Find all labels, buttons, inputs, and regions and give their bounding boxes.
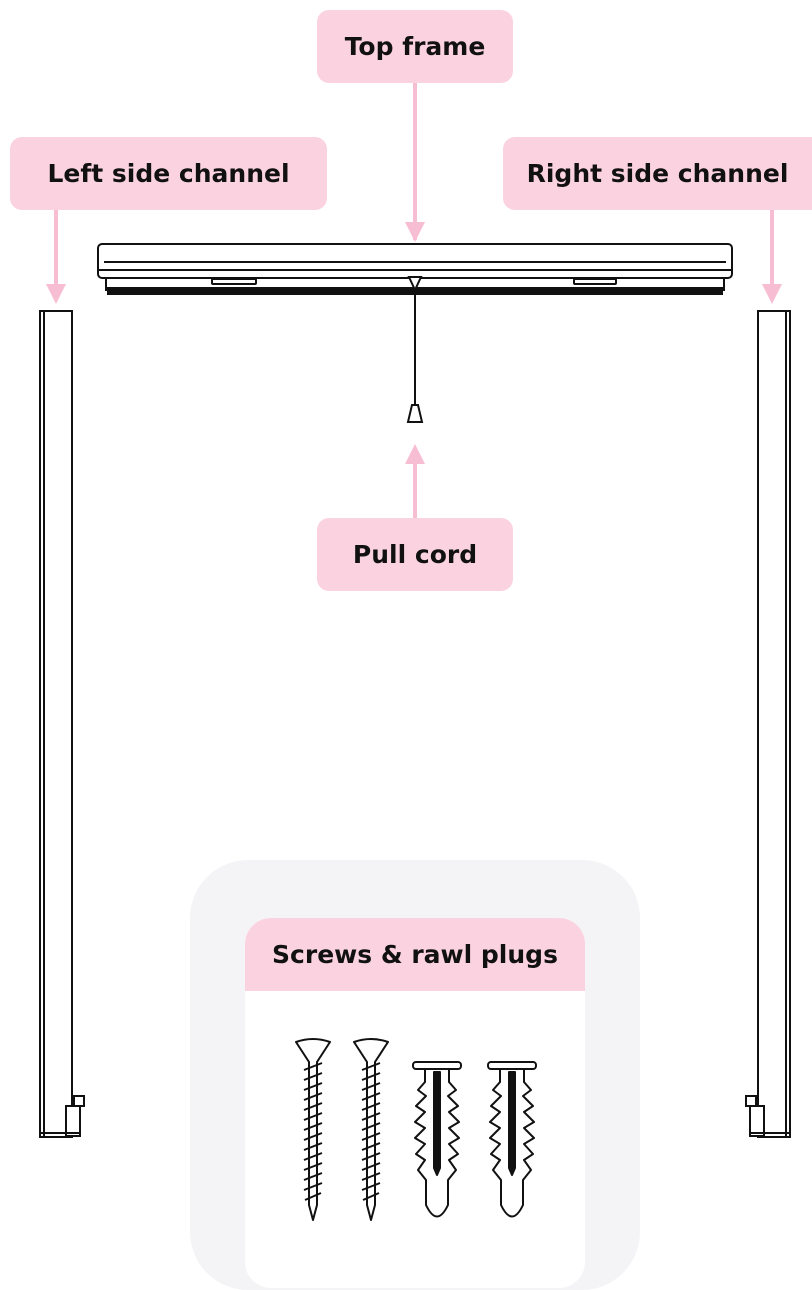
- right-channel-drawing: [745, 310, 791, 1138]
- right-channel-label: Right side channel: [503, 137, 812, 210]
- pull-cord-label: Pull cord: [317, 518, 513, 591]
- left-channel-label: Left side channel: [10, 137, 327, 210]
- top-frame-label: Top frame: [317, 10, 513, 83]
- fixings-label: Screws & rawl plugs: [245, 918, 585, 991]
- left-channel-arrow: [46, 210, 66, 304]
- screw-icon: [353, 1038, 389, 1221]
- pull-cord-drawing: [406, 290, 424, 423]
- right-channel-arrow: [762, 210, 782, 304]
- screw-icon: [295, 1038, 331, 1221]
- rawl-plug-icon: [487, 1061, 537, 1218]
- pull-cord-arrow: [405, 444, 425, 518]
- rawl-plug-icon: [412, 1061, 462, 1218]
- top-frame-arrow: [405, 83, 425, 242]
- left-channel-drawing: [39, 310, 85, 1138]
